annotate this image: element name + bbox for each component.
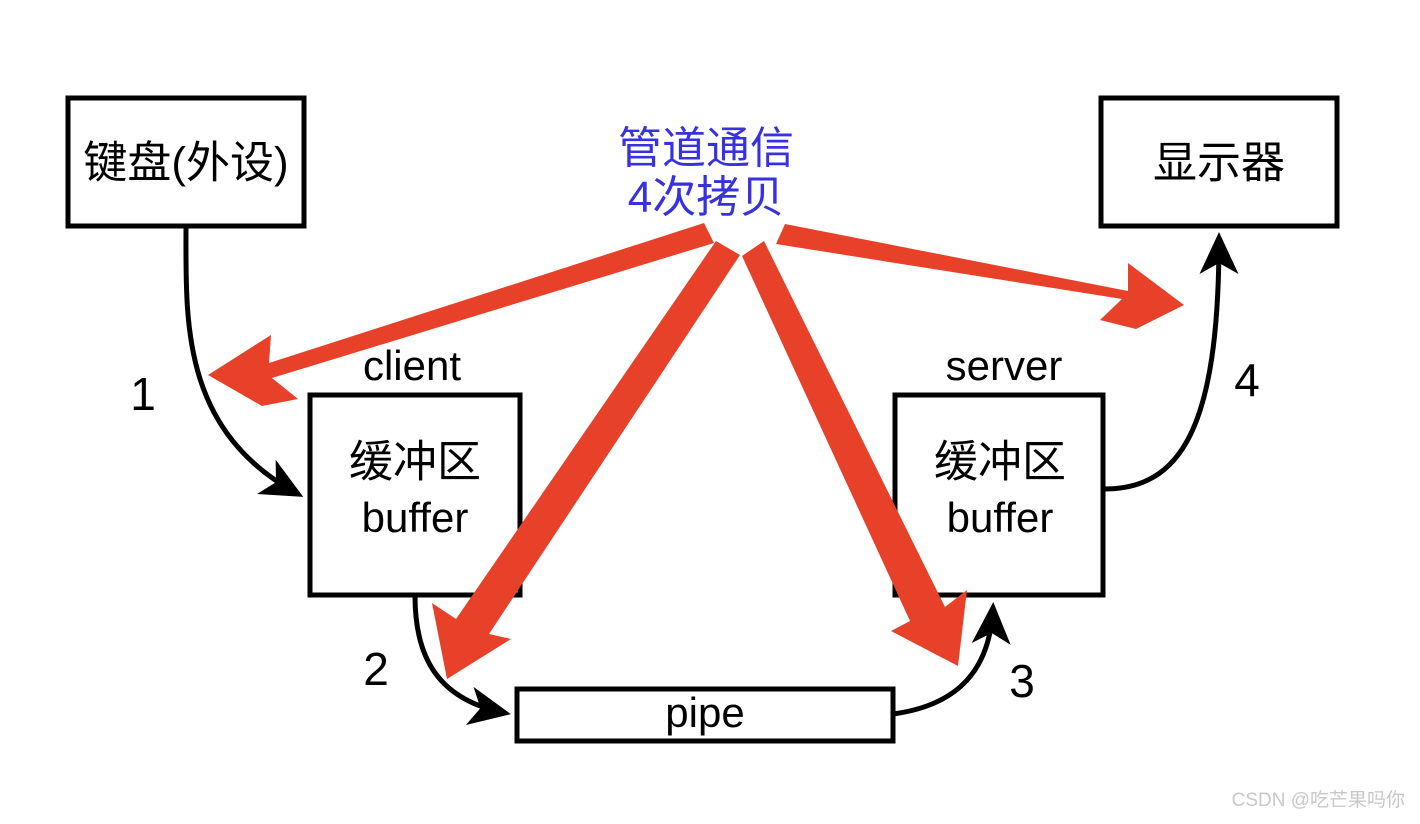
- monitor-label: 显示器: [1153, 139, 1285, 188]
- pipe-label: pipe: [665, 689, 744, 736]
- pipe-communication-annotation: 管道通信 4次拷贝: [618, 124, 794, 222]
- flow-server-to-monitor: [1103, 231, 1239, 492]
- copy-arrow-2-shape: [432, 241, 740, 679]
- node-keyboard: 键盘(外设): [65, 95, 307, 229]
- flow-keyboard-to-client: [183, 225, 304, 497]
- client-buffer-label-cn: 缓冲区: [349, 438, 481, 487]
- client-group-label: client: [363, 342, 461, 389]
- keyboard-box: [65, 95, 307, 229]
- annotation-line-2: 4次拷贝: [628, 173, 784, 222]
- server-group-label: server: [946, 342, 1063, 389]
- step-number-2: 2: [363, 643, 389, 695]
- server-buffer-label-cn: 缓冲区: [934, 438, 1066, 487]
- copy-arrow-4-shape: [776, 224, 1184, 329]
- node-monitor: 显示器: [1098, 95, 1340, 229]
- step-number-4: 4: [1234, 354, 1260, 406]
- keyboard-label: 键盘(外设): [83, 139, 288, 188]
- copy-arrow-1: [208, 223, 714, 406]
- server-buffer-label-en: buffer: [947, 494, 1054, 541]
- step-number-1: 1: [130, 368, 156, 420]
- pipe-box: [514, 686, 896, 744]
- step-number-3: 3: [1009, 655, 1035, 707]
- monitor-box: [1098, 95, 1340, 229]
- flow-pipe-to-server: [892, 602, 1011, 717]
- copy-arrow-3: [742, 241, 967, 666]
- client-buffer-box: [307, 392, 523, 598]
- client-buffer-label-en: buffer: [362, 494, 469, 541]
- node-pipe: pipe: [514, 686, 896, 744]
- copy-arrow-1-shape: [208, 223, 714, 406]
- annotation-line-1: 管道通信: [618, 124, 794, 173]
- copy-arrow-4: [776, 224, 1184, 329]
- node-client: client 缓冲区 buffer: [307, 342, 523, 598]
- copy-arrow-2: [432, 241, 740, 679]
- csdn-watermark: CSDN @吃芒果吗你: [1232, 789, 1405, 811]
- node-server: server 缓冲区 buffer: [892, 342, 1106, 598]
- copy-arrow-3-shape: [742, 241, 967, 666]
- flow-client-to-pipe: [412, 595, 511, 726]
- server-buffer-box: [892, 392, 1106, 598]
